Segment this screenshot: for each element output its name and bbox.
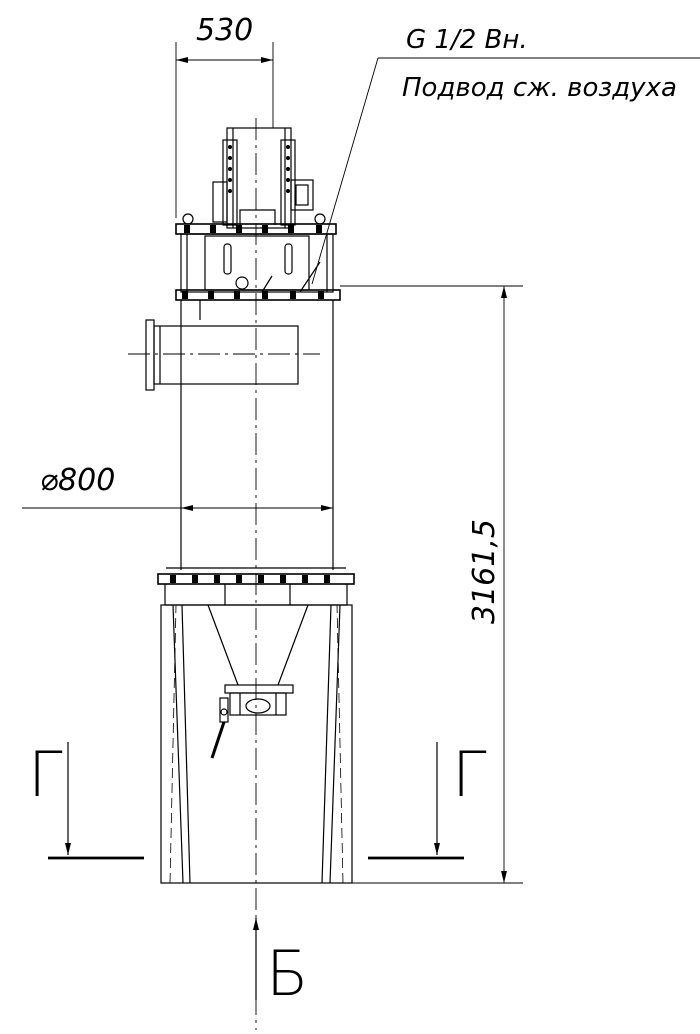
section-letter-left: Г xyxy=(28,738,63,811)
section-marker-left xyxy=(48,742,144,860)
cylinder-body xyxy=(180,300,334,570)
dimension-530-label: 530 xyxy=(196,13,253,48)
dimension-height-label: 3161,5 xyxy=(467,519,502,624)
callout-thread-label: G 1/2 Вн. xyxy=(406,25,528,55)
callout-leader xyxy=(311,57,700,285)
section-letter-right: Г xyxy=(452,738,487,811)
lower-flange xyxy=(175,289,341,301)
dimension-height xyxy=(340,285,523,884)
discharge-cone xyxy=(207,604,309,716)
section-marker-right xyxy=(368,742,464,860)
callout-air-label: Подвод сж. воздуха xyxy=(402,73,677,103)
support-stand xyxy=(160,604,353,884)
valve-lever xyxy=(210,697,229,759)
view-letter: Б xyxy=(266,937,309,1010)
inlet-nozzle xyxy=(128,319,320,391)
filter-housing xyxy=(180,233,334,293)
dimension-diameter-label: ⌀800 xyxy=(40,463,115,498)
dimension-530 xyxy=(175,42,274,218)
top-frame xyxy=(212,127,314,229)
